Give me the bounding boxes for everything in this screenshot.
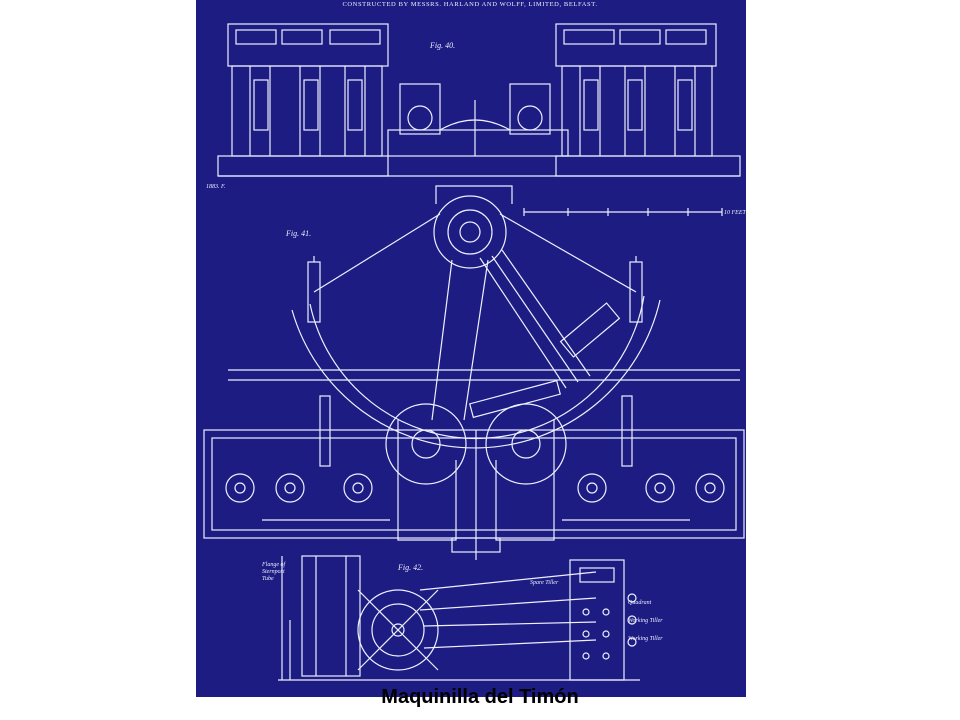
- fig41-quadrant: [203, 185, 745, 560]
- label-flange-2: Sternpost: [262, 569, 285, 575]
- fig40-engines: [217, 23, 741, 177]
- label-flange-1: Flange of: [261, 561, 286, 568]
- label-quadrant: Quadrant: [628, 600, 652, 606]
- fig40-label: Fig. 40.: [429, 41, 455, 50]
- slide-caption: Maquinilla del Timón: [381, 686, 579, 708]
- label-working-tiller-1: Working Tiller: [628, 618, 663, 624]
- plate-number: 1883. F.: [206, 184, 225, 190]
- fig42-elevation: [278, 555, 640, 681]
- scale-label: 10 FEET: [724, 210, 746, 216]
- label-flange-3: Tube: [262, 576, 274, 582]
- fig42-label: Fig. 42.: [397, 563, 423, 572]
- blueprint-header: CONSTRUCTED BY MESSRS. HARLAND AND WOLFF…: [342, 1, 597, 8]
- scale-bar: [523, 208, 723, 216]
- blueprint-panel: [196, 0, 746, 697]
- label-working-tiller-2: Working Tiller: [628, 636, 663, 642]
- label-spare-tiller: Spare Tiller: [530, 580, 559, 586]
- fig41-label: Fig. 41.: [285, 229, 311, 238]
